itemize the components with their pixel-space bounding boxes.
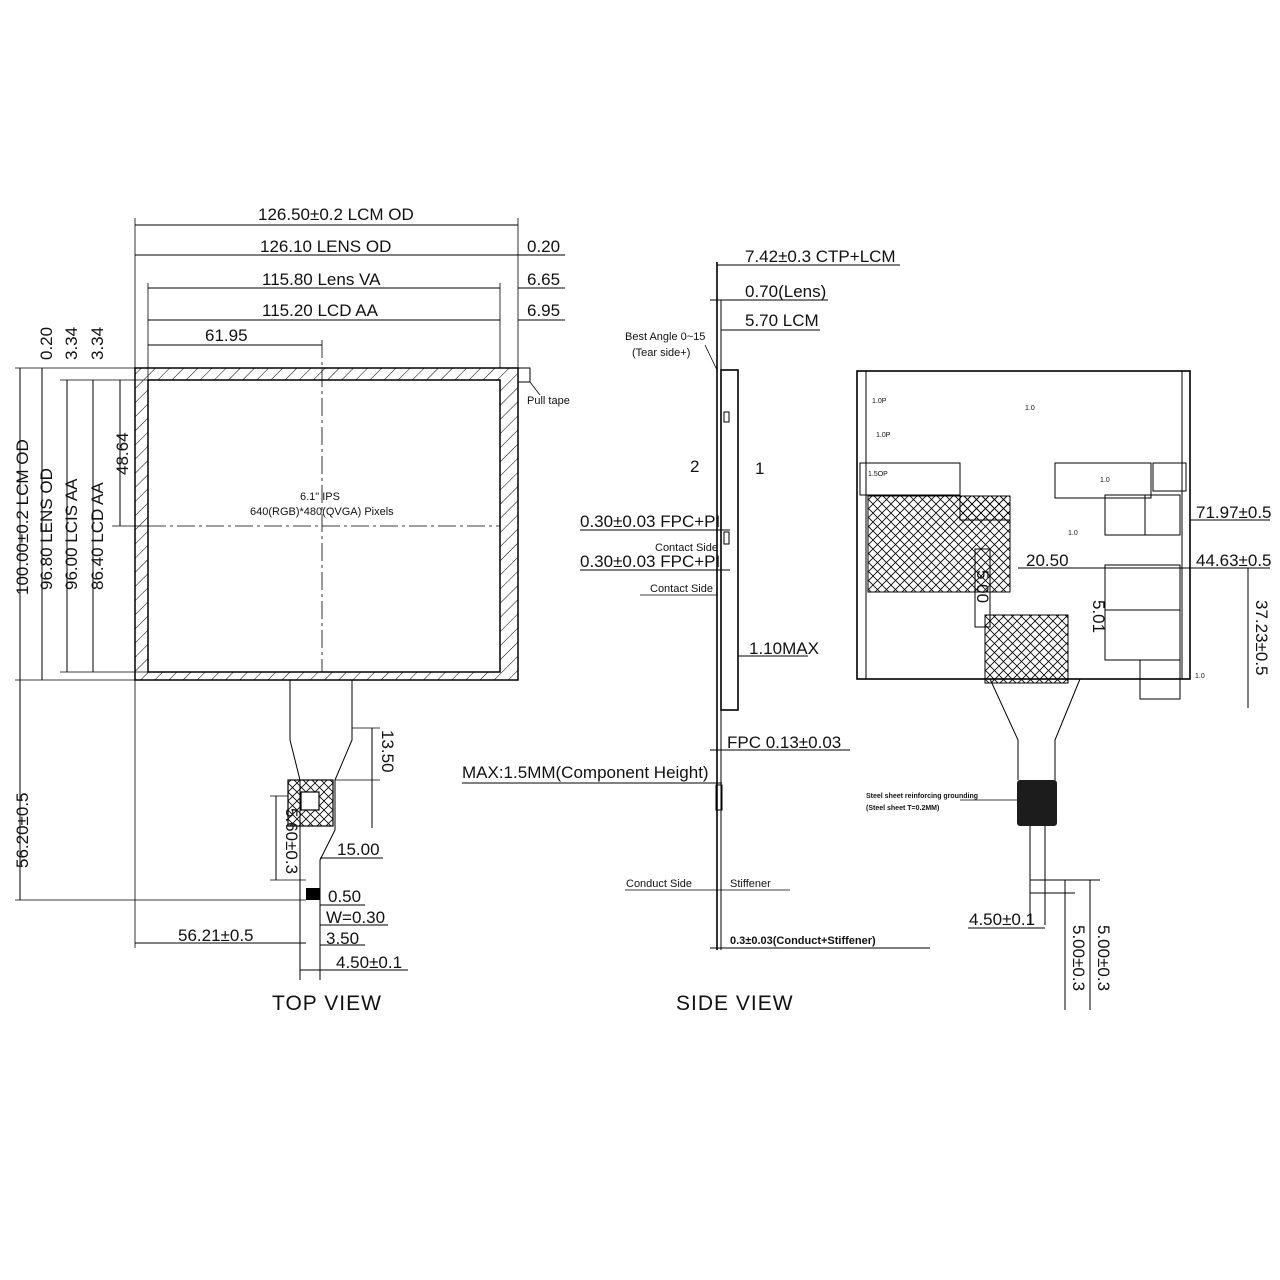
label-1-0-d: 1.0 <box>1100 477 1110 484</box>
best-angle-label: Best Angle 0~15 <box>625 331 705 343</box>
dim-lcm-od-height: 100.00±0.2 LCM OD <box>13 439 32 595</box>
dim-56-21: 56.21±0.5 <box>178 926 254 945</box>
back-fpc-tail <box>989 678 1081 780</box>
dim-lcds-aa-height: 96.00 LCIS AA <box>62 478 81 590</box>
label-1-0-f: 1.0 <box>1195 673 1205 680</box>
stiffener-label: Stiffener <box>730 878 771 890</box>
back-view: 1.0P 1.0P 1.5OP 1.0 1.0 1.0 1.0 71.97±0.… <box>856 370 1272 1010</box>
dim-5-00-b: 5.00±0.3 <box>1094 925 1113 991</box>
dim-w-0-30: W=0.30 <box>326 908 385 927</box>
pull-tape-label: Pull tape <box>527 395 570 407</box>
dim-4-50: 4.50±0.1 <box>336 953 402 972</box>
dim-1-10-max: 1.10MAX <box>749 639 819 658</box>
max-component-height: MAX:1.5MM(Component Height) <box>462 763 709 782</box>
dim-71-97: 71.97±0.5 <box>1196 503 1272 522</box>
contact-side-a: Contact Side <box>655 542 718 554</box>
label-1-0-e: 1.0 <box>1068 530 1078 537</box>
side-mark-2: 2 <box>690 457 699 476</box>
label-1-0p-a: 1.0P <box>872 398 887 405</box>
dim-lens-va-width: 115.80 Lens VA <box>262 270 381 289</box>
tear-side-label: (Tear side+) <box>632 347 690 359</box>
top-view-title: TOP VIEW <box>272 992 382 1015</box>
dim-lcd-aa-width: 115.20 LCD AA <box>262 301 379 320</box>
label-1-0-c: 1.0 <box>1025 405 1035 412</box>
dim-right-6-95: 6.95 <box>527 301 560 320</box>
dim-lens-od-height: 96.80 LENS OD <box>37 468 56 590</box>
top-view: Pull tape 6.1" IPS 640(RGB)*480(QVGA) Pi… <box>13 205 570 1015</box>
dim-3-50: 3.50 <box>326 929 359 948</box>
dim-lens-od-width: 126.10 LENS OD <box>260 237 391 256</box>
label-1-5op: 1.5OP <box>868 471 888 478</box>
dim-right-0-20: 0.20 <box>527 237 560 256</box>
steel-sheet <box>1017 780 1057 826</box>
dim-37-23: 37.23±0.5 <box>1252 600 1271 676</box>
dim-5-00-vertical: 5.00 <box>973 570 992 603</box>
panel-resolution-label: 640(RGB)*480(QVGA) Pixels <box>250 506 394 518</box>
dim-7-42: 7.42±0.3 CTP+LCM <box>745 247 896 266</box>
dim-44-63: 44.63±0.5 <box>1196 551 1272 570</box>
side-lcm-body <box>720 369 739 711</box>
steel-note-1: Steel sheet reinforcing grounding <box>866 793 978 800</box>
side-view: 7.42±0.3 CTP+LCM 0.70(Lens) 5.70 LCM Bes… <box>462 247 930 1015</box>
dim-right-6-65: 6.65 <box>527 270 560 289</box>
dim-left-3-34a: 3.34 <box>62 327 81 360</box>
dim-lcm-od-width: 126.50±0.2 LCM OD <box>258 205 414 224</box>
label-1-0p-b: 1.0P <box>876 432 891 439</box>
dim-0-70-lens: 0.70(Lens) <box>745 282 826 301</box>
dim-5-01: 5.01 <box>1089 600 1108 633</box>
steel-note-2: (Steel sheet T=0.2MM) <box>866 805 939 812</box>
dim-15-00: 15.00 <box>337 840 380 859</box>
fpc-pi-a: 0.30±0.03 FPC+PI <box>580 512 720 531</box>
dim-56-20: 56.20±0.5 <box>13 792 32 868</box>
dim-5-60: 5.60±0.3 <box>282 808 301 874</box>
dim-left-0-20: 0.20 <box>37 327 56 360</box>
dim-48-64: 48.64 <box>113 432 132 475</box>
dim-5-70-lcm: 5.70 LCM <box>745 311 819 330</box>
pull-tape-tab <box>517 367 531 383</box>
dim-5-00-a: 5.00±0.3 <box>1069 925 1088 991</box>
dim-fpc-0-13: FPC 0.13±0.03 <box>727 733 841 752</box>
fpc-pi-b: 0.30±0.03 FPC+PI <box>580 552 720 571</box>
side-view-title: SIDE VIEW <box>676 992 794 1015</box>
dim-left-3-34b: 3.34 <box>88 327 107 360</box>
contact-side-b: Contact Side <box>650 583 713 595</box>
dim-13-50: 13.50 <box>378 730 397 773</box>
conduct-side-label: Conduct Side <box>626 878 692 890</box>
panel-size-label: 6.1" IPS <box>300 491 340 503</box>
conduct-stiffener-dim: 0.3±0.03(Conduct+Stiffener) <box>730 935 876 947</box>
dim-lcd-aa-height: 86.40 LCD AA <box>88 482 107 590</box>
dim-0-50: 0.50 <box>328 887 361 906</box>
dim-center-61-95: 61.95 <box>205 326 248 345</box>
dim-20-50: 20.50 <box>1026 551 1069 570</box>
dim-4-50-b: 4.50±0.1 <box>969 910 1035 929</box>
side-mark-1: 1 <box>755 459 764 478</box>
